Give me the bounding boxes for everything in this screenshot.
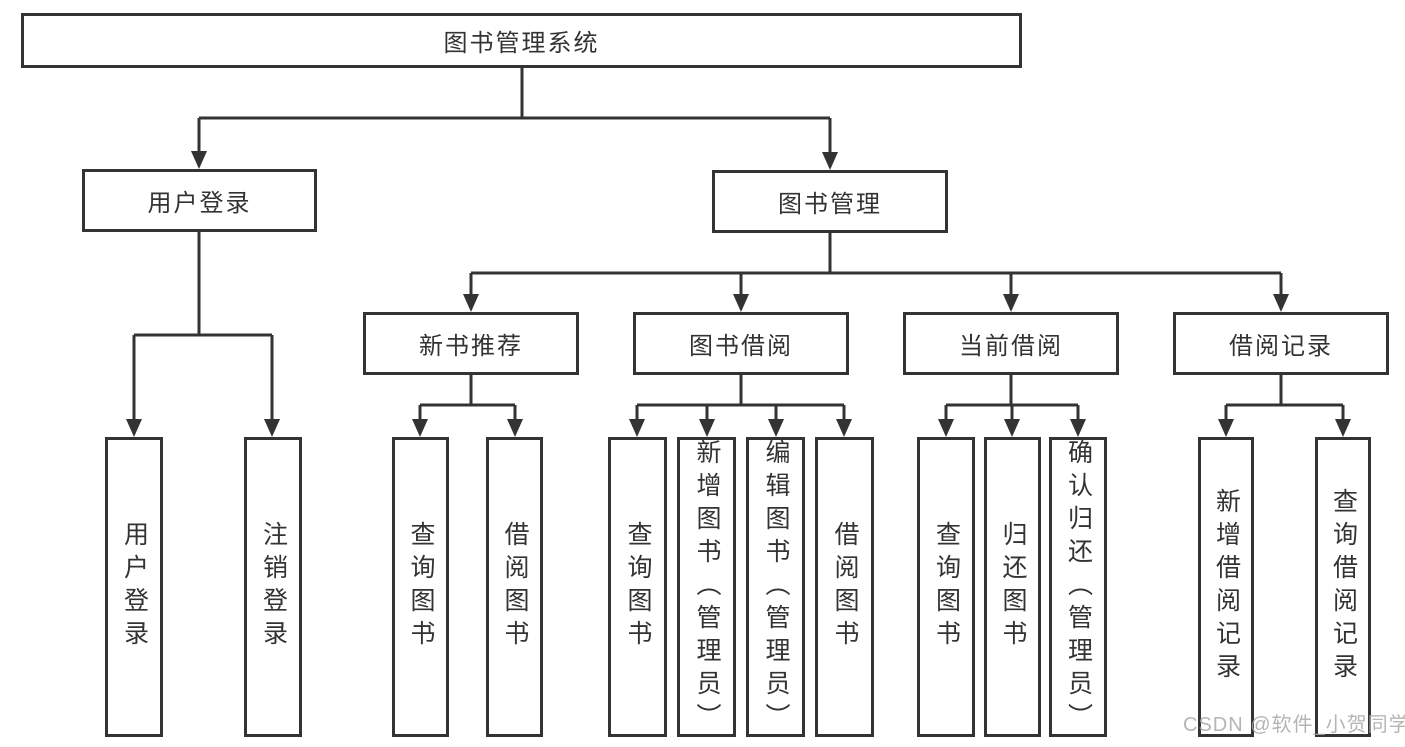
leaf-query-books: 查询图书 [392,437,449,737]
node-user-login: 用户登录 [82,169,317,232]
node-label: 图书管理系统 [443,30,600,57]
node-label: 图书管理 [778,191,882,218]
leaf-label: 新增图书（管理员） [693,438,721,736]
leaf-label: 注销登录 [259,521,288,653]
csdn-watermark: CSDN @软件_小贺同学 [1183,714,1405,736]
node-book-management: 图书管理 [712,170,948,233]
leaf-label: 查询借阅记录 [1329,488,1358,686]
leaf-logout: 注销登录 [244,437,302,737]
node-label: 图书借阅 [689,333,793,360]
leaf-user-login: 用户登录 [105,437,163,737]
node-new-book-recommend: 新书推荐 [363,312,579,375]
leaf-label: 查询图书 [407,521,435,653]
leaf-label: 编辑图书（管理员） [762,438,790,736]
node-library-management-system: 图书管理系统 [21,13,1022,68]
leaf-query-borrow-record: 查询借阅记录 [1315,437,1371,737]
leaf-label: 归还图书 [999,521,1027,653]
leaf-label: 新增借阅记录 [1212,488,1241,686]
leaf-borrow-books: 借阅图书 [486,437,543,737]
node-current-borrow: 当前借阅 [903,312,1119,375]
leaf-add-books-admin: 新增图书（管理员） [677,437,736,737]
leaf-return-books: 归还图书 [984,437,1041,737]
leaf-label: 借阅图书 [501,521,529,653]
node-borrow-records: 借阅记录 [1173,312,1389,375]
leaf-edit-books-admin: 编辑图书（管理员） [746,437,805,737]
leaf-add-borrow-record: 新增借阅记录 [1198,437,1254,737]
node-book-borrow: 图书借阅 [633,312,849,375]
node-label: 当前借阅 [959,333,1063,360]
leaf-query-books: 查询图书 [608,437,667,737]
leaf-label: 查询图书 [932,521,961,653]
leaf-label: 用户登录 [120,521,149,653]
leaf-label: 查询图书 [624,521,652,653]
leaf-borrow-books: 借阅图书 [815,437,874,737]
node-label: 用户登录 [147,190,252,217]
leaf-label: 借阅图书 [831,521,859,653]
leaf-label: 确认归还（管理员） [1064,438,1093,736]
arrowheads [126,151,1351,437]
node-label: 新书推荐 [419,333,523,360]
leaf-confirm-return-admin: 确认归还（管理员） [1049,437,1107,737]
leaf-query-books: 查询图书 [917,437,975,737]
node-label: 借阅记录 [1229,333,1333,360]
